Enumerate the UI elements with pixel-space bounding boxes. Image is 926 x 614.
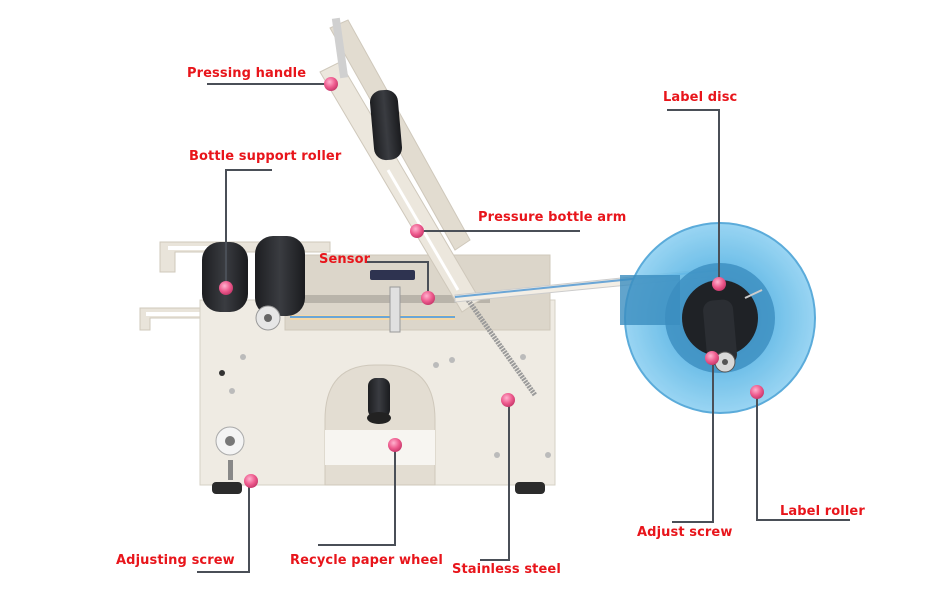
label-disc-assembly bbox=[620, 222, 816, 414]
marker-label-disc bbox=[712, 277, 726, 291]
leader-sensor bbox=[367, 261, 429, 296]
label-pressure-bottle-arm: Pressure bottle arm bbox=[478, 210, 627, 225]
label-sensor: Sensor bbox=[319, 252, 371, 267]
marker-label-roller bbox=[750, 385, 764, 399]
marker-stainless-steel bbox=[501, 393, 515, 407]
label-label-roller: Label roller bbox=[780, 504, 865, 519]
label-pressing-handle: Pressing handle bbox=[187, 66, 307, 81]
label-stainless-steel: Stainless steel bbox=[452, 562, 561, 577]
pressing-arm bbox=[319, 17, 481, 313]
marker-pressure-bottle-arm bbox=[410, 224, 424, 238]
label-disc-label: Label disc bbox=[663, 90, 738, 105]
label-adjust-screw: Adjust screw bbox=[637, 525, 733, 540]
leader-bottle-support-roller bbox=[225, 169, 272, 285]
leader-stainless-steel bbox=[480, 400, 510, 561]
label-bottle-support-roller: Bottle support roller bbox=[189, 149, 342, 164]
marker-recycle-paper-wheel bbox=[388, 438, 402, 452]
marker-sensor bbox=[421, 291, 435, 305]
marker-dots bbox=[219, 77, 764, 488]
label-adjusting-screw: Adjusting screw bbox=[116, 553, 235, 568]
marker-pressing-handle bbox=[324, 77, 338, 91]
leader-recycle-paper-wheel bbox=[318, 445, 396, 546]
leader-adjust-screw bbox=[672, 360, 714, 523]
marker-bottle-support-roller bbox=[219, 281, 233, 295]
leader-label-roller bbox=[756, 393, 850, 521]
marker-adjusting-screw bbox=[244, 474, 258, 488]
marker-adjust-screw bbox=[705, 351, 719, 365]
leader-adjusting-screw bbox=[197, 482, 250, 573]
leader-lines bbox=[197, 83, 850, 573]
sensor-unit bbox=[370, 270, 415, 333]
label-recycle-paper-wheel: Recycle paper wheel bbox=[290, 553, 443, 568]
tension-spring bbox=[465, 298, 538, 397]
machine-body bbox=[199, 254, 556, 494]
leader-label-disc bbox=[667, 109, 720, 282]
